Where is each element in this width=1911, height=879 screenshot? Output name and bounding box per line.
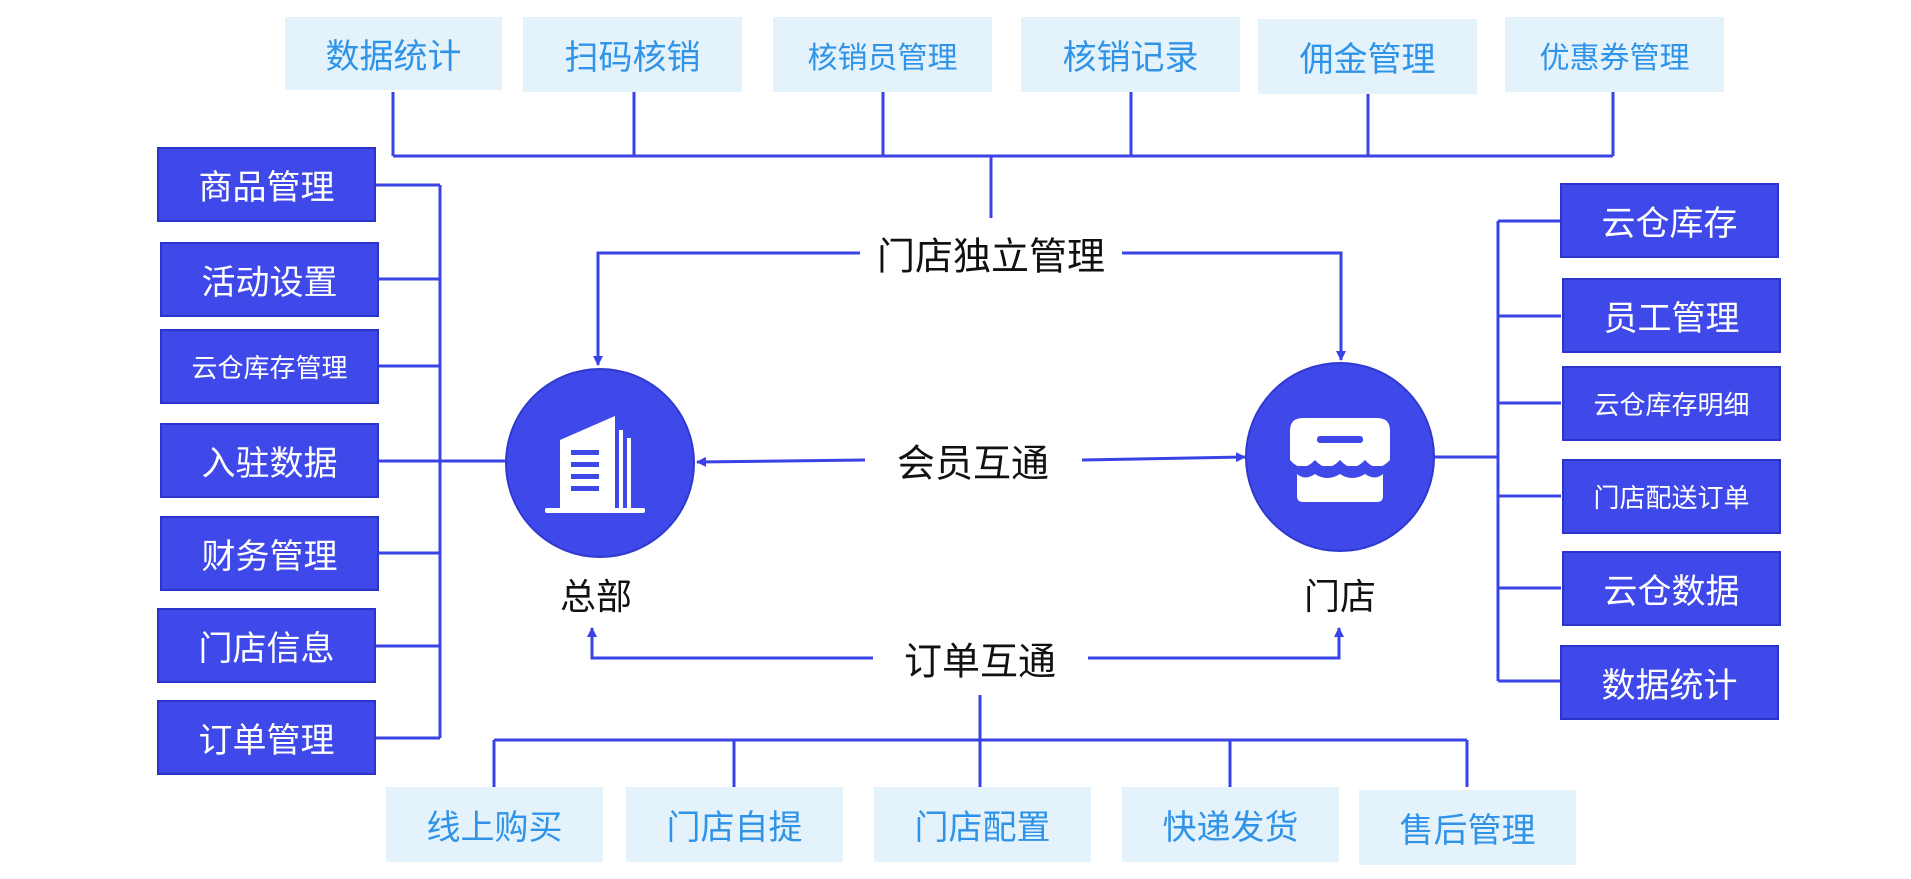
building-icon <box>545 416 645 513</box>
right-item-staff-management: 员工管理 <box>1562 278 1781 353</box>
left-item-finance-management: 财务管理 <box>160 516 379 591</box>
label-order-interlink: 订单互通 <box>893 630 1067 686</box>
store-label: 门店 <box>1303 577 1377 618</box>
left-item-activity-settings: 活动设置 <box>160 242 379 317</box>
bottom-item-store-config: 门店配置 <box>874 787 1091 862</box>
headquarters-node <box>505 368 695 558</box>
left-item-product-management: 商品管理 <box>157 147 376 222</box>
left-item-store-info: 门店信息 <box>157 608 376 683</box>
left-item-cloud-stock-management: 云仓库存管理 <box>160 329 379 404</box>
store-node <box>1245 362 1435 552</box>
bottom-item-after-sales: 售后管理 <box>1359 790 1576 865</box>
top-item-coupon-management: 优惠券管理 <box>1505 17 1724 92</box>
bottom-item-store-pickup: 门店自提 <box>626 787 843 862</box>
headquarters-label: 总部 <box>559 577 633 618</box>
right-item-data-stats: 数据统计 <box>1560 645 1779 720</box>
left-item-order-management: 订单管理 <box>157 700 376 775</box>
right-item-store-delivery-orders: 门店配送订单 <box>1562 459 1781 534</box>
top-item-redeem-records: 核销记录 <box>1021 17 1240 92</box>
top-item-scan-redeem: 扫码核销 <box>523 17 742 92</box>
storefront-icon <box>1290 418 1390 502</box>
bottom-item-express-shipping: 快递发货 <box>1122 787 1339 862</box>
top-item-data-stats: 数据统计 <box>285 17 502 90</box>
right-item-cloud-data: 云仓数据 <box>1562 551 1781 626</box>
left-item-settlement-data: 入驻数据 <box>160 423 379 498</box>
top-item-redeemer-management: 核销员管理 <box>773 17 992 92</box>
bottom-item-online-purchase: 线上购买 <box>386 787 603 862</box>
top-item-commission-management: 佣金管理 <box>1258 19 1477 94</box>
right-item-cloud-stock-detail: 云仓库存明细 <box>1562 366 1781 441</box>
right-item-cloud-stock: 云仓库存 <box>1560 183 1779 258</box>
label-member-interlink: 会员互通 <box>886 432 1060 488</box>
label-store-independent-management: 门店独立管理 <box>866 225 1116 281</box>
